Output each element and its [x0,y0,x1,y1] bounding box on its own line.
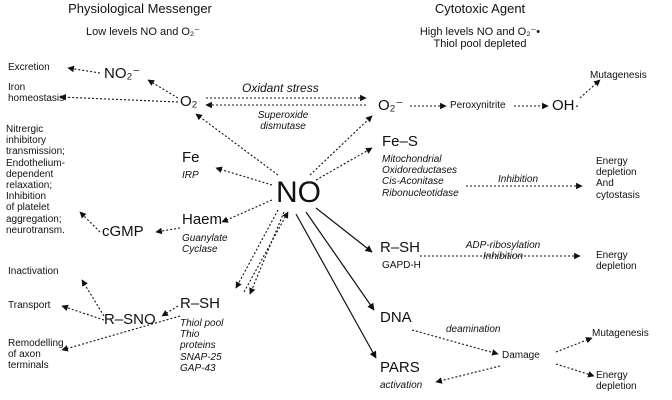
arrow-damage-to-pars [435,365,501,384]
pars-node: PARS [380,359,420,376]
arrow-rsh-to-remodelling [61,315,181,352]
arrow-rsh-to-no [243,211,289,293]
high-levels-subtitle: High levels NO and O₂⁻• Thiol pool deple… [419,26,541,51]
physiological-messenger-title: Physiological Messenger [68,1,212,16]
haem-node: Haem [182,211,223,228]
arrow-cgmp-to-nitrergic [79,211,101,233]
dna-node: DNA [380,309,412,326]
iron-homeostasis-label: Iron homeostasis [8,82,65,105]
arrow-rsh-to-rsno [161,305,179,317]
oh-node: OH· [552,97,580,114]
arrow-no-to-fes [315,147,373,181]
arrow-dna-to-damage [411,329,499,356]
thiol-pool-label: Thiol pool Thio proteins SNAP-25 GAP-43 [180,318,224,374]
mutagenesis-bottom-label: Mutagenesis [592,328,649,339]
cgmp-node: cGMP [102,223,144,240]
deamination-label: deamination [446,324,501,335]
nitrergic-transmission-label: Nitrergic inhibitory transmission; Endot… [6,124,65,236]
superoxide-dismutase-label: Superoxide dismutase [257,110,309,132]
damage-node: Damage [502,350,540,361]
guanylate-cyclase-label: Guanylate Cyclase [182,233,228,255]
arrow-damage-to-energy [555,363,595,378]
arrow-no-to-o2 [195,113,279,176]
mitochondrial-enzymes-label: Mitochondrial Oxidoreductases Cis-Aconit… [382,154,459,199]
no2-node: NO₂⁻ [104,65,141,82]
remodelling-label: Remodelling of axon terminals [8,338,64,372]
mutagenesis-top-label: Mutagenesis [590,70,647,81]
arrow-no-to-rsh-a [235,209,279,289]
energy-depletion-pars-label: Energy depletion [596,370,637,393]
arrow-no-to-pars [295,213,377,359]
adp-ribosylation-label: ADP-ribosylation Inhibition [465,240,541,262]
peroxynitrite-node: Peroxynitrite [450,100,506,111]
arrow-no-to-dna [305,211,375,311]
arrow-no-to-fe [215,166,273,186]
irp-label: IRP [182,170,199,181]
arrow-haem-to-cgmp [155,227,181,235]
oxidant-stress-label: Oxidant stress [242,81,319,95]
rsh-left-node: R–SH [180,295,221,312]
rsh-right-node: R–SH [380,239,421,256]
low-levels-subtitle: Low levels NO and O₂⁻ [85,26,200,38]
transport-label: Transport [8,300,51,311]
excretion-label: Excretion [8,62,50,73]
energy-depletion-cytostasis-label: Energy depletion And cytostasis [596,156,640,201]
fes-node: Fe–S [382,133,418,150]
inactivation-label: Inactivation [8,266,59,277]
arrow-no-to-rsh-right [315,207,373,253]
no-center-node: NO [276,176,321,209]
pars-activation-label: activation [380,380,423,391]
arrow-damage-to-mutagenesis [555,337,593,353]
arrow-rsno-to-transport [61,304,105,321]
gapdh-label: GAPD-H [382,260,421,271]
inhibition-label: Inhibition [498,174,539,185]
o2-radical-node: O₂⁻ [378,97,404,114]
fe-node: Fe [182,149,200,166]
arrow-no-to-haem [221,199,273,223]
cytotoxic-agent-title: Cytotoxic Agent [434,1,526,16]
arrow-no-to-rsh-b [249,211,285,295]
rsno-node: R–SNO [104,311,156,328]
energy-depletion-gapdh-label: Energy depletion [596,250,637,273]
arrow-o2-to-iron-homeostasis [59,93,179,103]
arrow-o2-to-no2 [147,79,179,99]
arrow-rsno-to-inactivation [81,279,105,317]
arrow-no2-to-excretion [67,65,101,74]
o2-node: O₂ [180,93,198,110]
arrow-oh-to-mutagenesis [579,79,601,99]
